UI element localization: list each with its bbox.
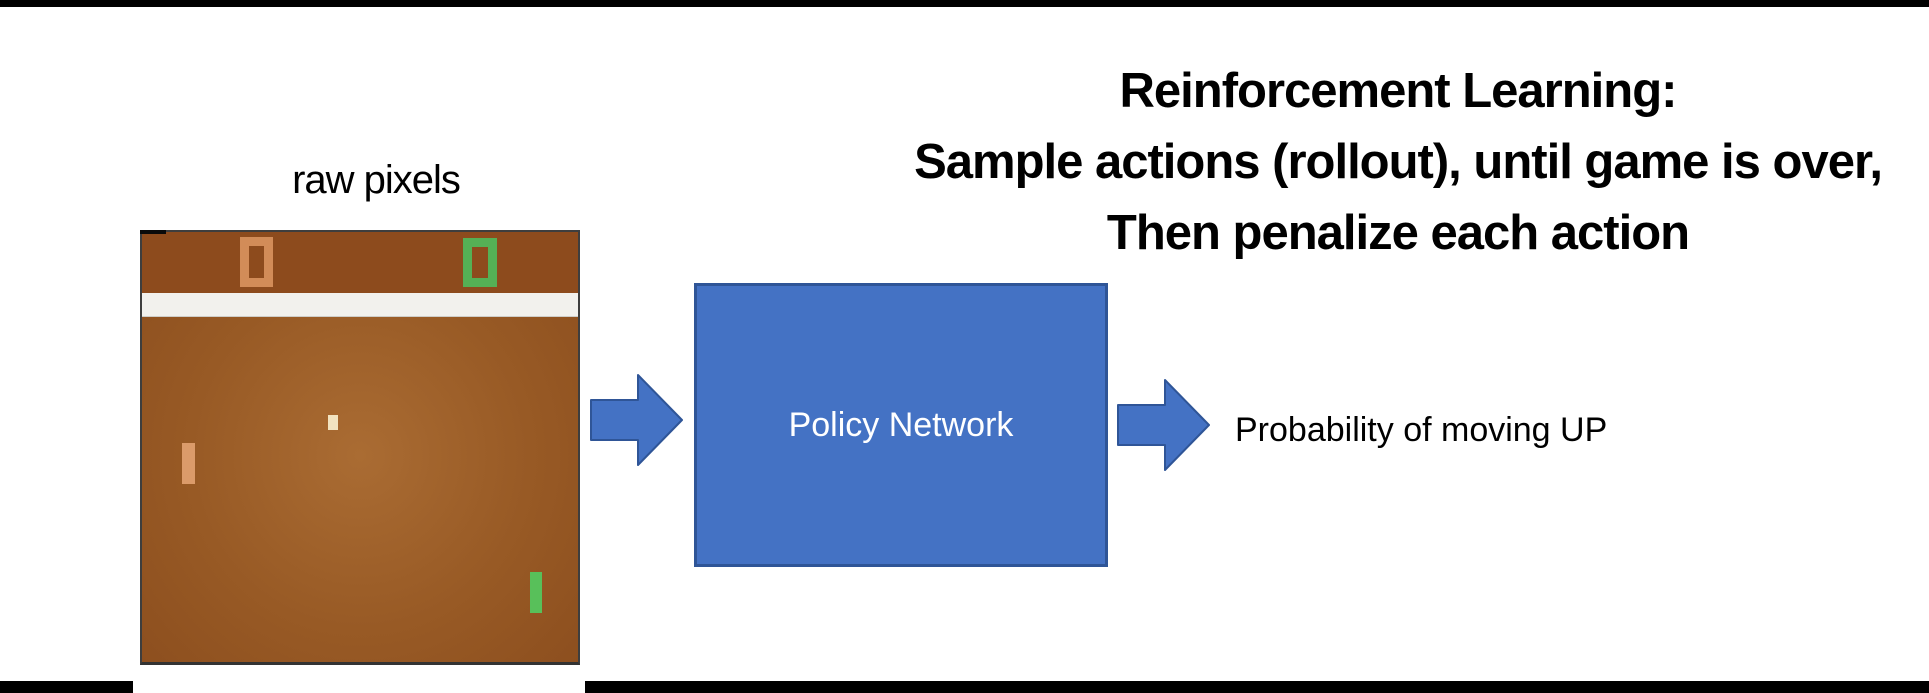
left-paddle	[182, 443, 195, 484]
raw-pixels-label: raw pixels	[292, 158, 461, 202]
score-band	[142, 232, 578, 293]
pong-game-screenshot	[140, 230, 580, 665]
net-bar	[142, 293, 578, 317]
policy-network-box: Policy Network	[694, 283, 1108, 567]
pong-ball	[328, 415, 338, 430]
top-letterbox-bar	[0, 0, 1929, 7]
right-player-score-zero	[463, 238, 497, 287]
output-arrow-icon	[1117, 379, 1210, 471]
input-arrow-icon	[590, 374, 683, 466]
left-player-score-zero	[240, 237, 273, 287]
right-paddle	[530, 572, 542, 613]
policy-network-label: Policy Network	[788, 405, 1014, 444]
corner-tick	[140, 230, 166, 234]
title-line-3: Then penalize each action	[1106, 206, 1690, 260]
title-line-1: Reinforcement Learning:	[1119, 64, 1678, 118]
probability-output-label: Probability of moving UP	[1235, 411, 1608, 449]
slide-title: Reinforcement Learning: Sample actions (…	[848, 56, 1929, 269]
title-line-2: Sample actions (rollout), until game is …	[914, 135, 1883, 189]
